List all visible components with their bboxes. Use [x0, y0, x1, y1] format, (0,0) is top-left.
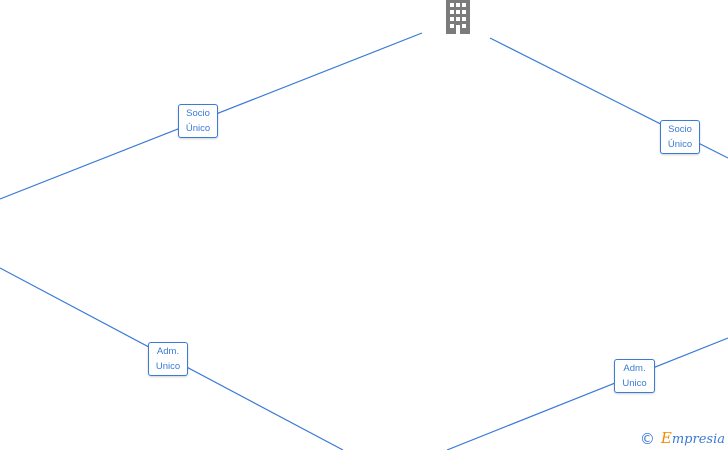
- company-node[interactable]: [442, 0, 474, 34]
- edge-label-line1: Socio: [668, 124, 692, 135]
- brand-logo[interactable]: Empresia: [661, 429, 725, 449]
- building-icon: [446, 0, 470, 34]
- edge-label-line2: Unico: [155, 361, 181, 372]
- copyright-icon: ©: [639, 430, 655, 448]
- edge-label-adm-unico[interactable]: Adm. Unico: [148, 342, 188, 376]
- edge-label-line2: Único: [185, 123, 211, 134]
- edge-line-bottom-right: [446, 337, 728, 450]
- edge-label-socio-unico[interactable]: Socio Único: [660, 120, 700, 154]
- edge-label-socio-unico[interactable]: Socio Único: [178, 104, 218, 138]
- edge-label-adm-unico[interactable]: Adm. Unico: [614, 359, 655, 393]
- edge-label-line2: Único: [667, 139, 693, 150]
- edge-label-line1: Socio: [186, 108, 210, 119]
- watermark: © Empresia: [639, 429, 725, 449]
- brand-logo-initial: E: [660, 429, 672, 447]
- edge-label-line1: Adm.: [623, 363, 646, 374]
- edge-label-line2: Unico: [622, 378, 647, 389]
- brand-logo-rest: mpresia: [671, 432, 725, 447]
- edge-label-line1: Adm.: [156, 346, 180, 357]
